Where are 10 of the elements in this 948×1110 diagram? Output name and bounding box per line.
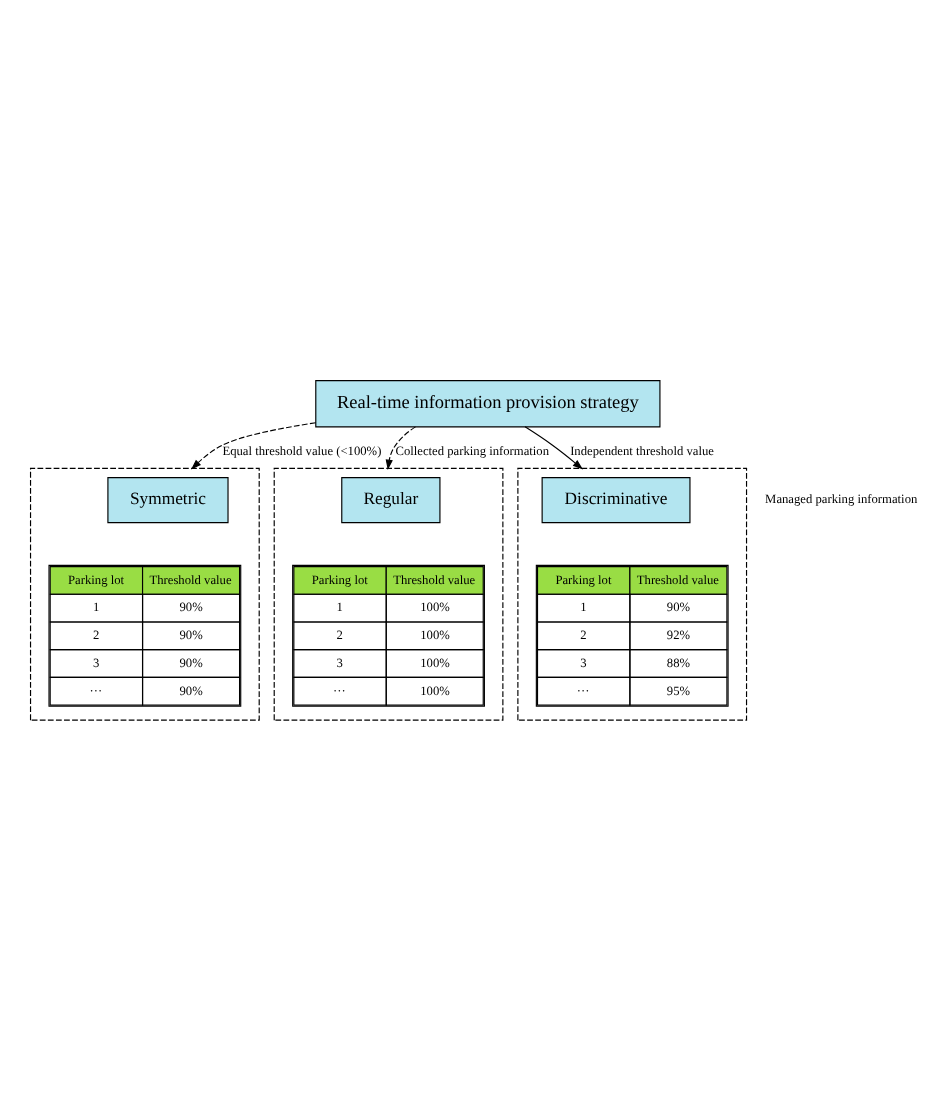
node-box: Symmetric	[107, 477, 229, 524]
cluster	[273, 467, 504, 721]
cluster	[29, 467, 260, 721]
node-box: Regular	[341, 477, 441, 524]
node-box: Real-time information provision strategy	[315, 380, 661, 428]
node-box: Discriminative	[541, 477, 691, 524]
arrow	[191, 422, 317, 470]
cluster	[517, 467, 748, 721]
arrow	[385, 426, 417, 471]
arrow	[524, 426, 583, 470]
